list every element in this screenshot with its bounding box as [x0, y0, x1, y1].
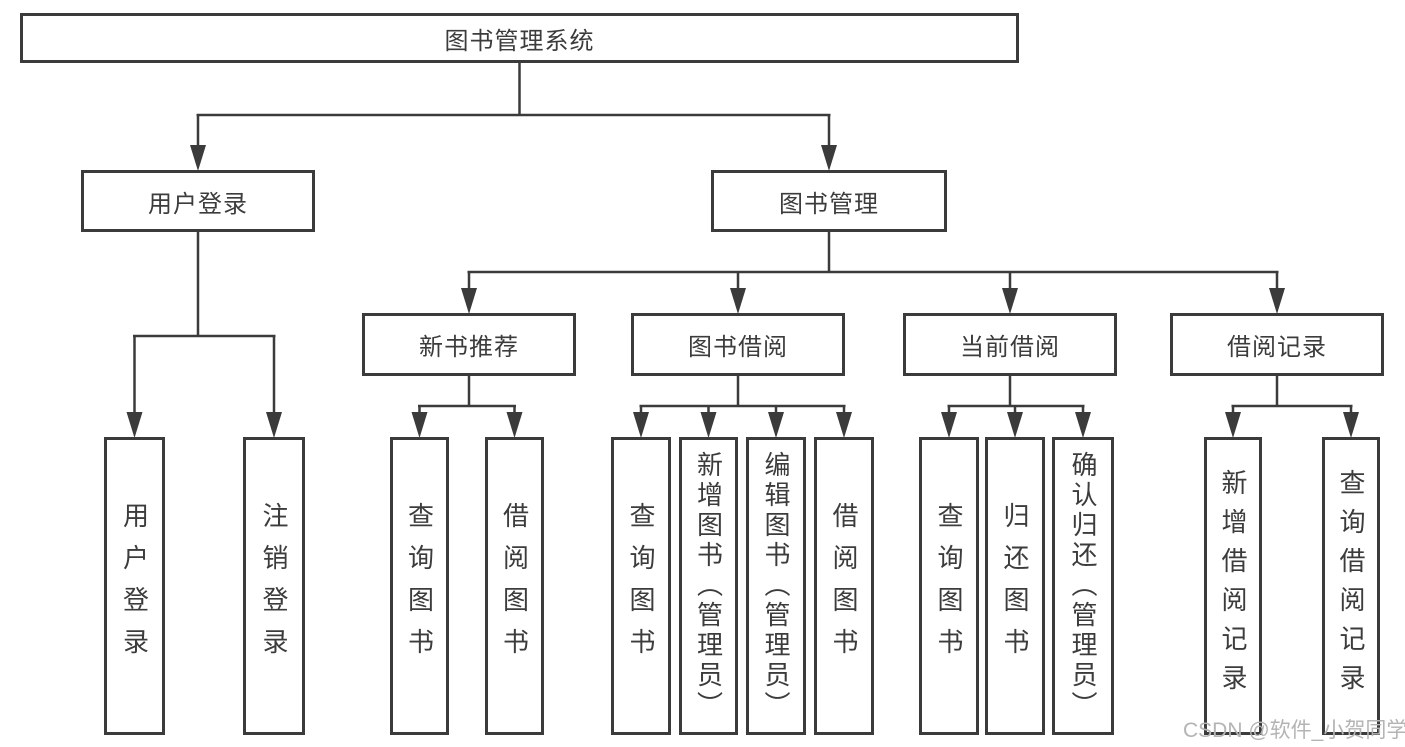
- arrowhead: [190, 145, 206, 171]
- arrowhead: [730, 288, 746, 314]
- arrowhead: [1002, 288, 1018, 314]
- node-label: 查询图书: [934, 502, 964, 670]
- node-label: 查询图书: [404, 502, 435, 670]
- node-label: 图书管理: [779, 190, 879, 218]
- arrowhead: [126, 412, 143, 438]
- node-label: 借阅图书: [499, 502, 530, 670]
- arrowhead: [461, 288, 477, 314]
- arrowhead: [1269, 288, 1285, 314]
- node-label: 新增图书（管理员）: [693, 451, 724, 721]
- arrowhead: [821, 145, 837, 171]
- node-label: 注销登录: [259, 502, 289, 670]
- watermark: CSDN @软件_小贺同学: [1183, 719, 1405, 742]
- leaf-query-books-1: 查询图书: [390, 437, 449, 735]
- node-label: 新书推荐: [419, 334, 519, 361]
- node-root: 图书管理系统: [20, 13, 1019, 63]
- leaf-borrow-books-1: 借阅图书: [485, 437, 544, 735]
- arrowhead: [1343, 412, 1359, 438]
- arrowhead: [836, 412, 852, 438]
- arrowhead: [411, 412, 428, 438]
- node-current-borrow: 当前借阅: [903, 313, 1117, 376]
- node-label: 确认归还（管理员）: [1068, 451, 1098, 721]
- node-label: 查询借阅记录: [1336, 469, 1366, 703]
- leaf-query-books-3: 查询图书: [919, 437, 979, 735]
- node-label: 借阅图书: [829, 502, 859, 670]
- node-new-book-recommend: 新书推荐: [362, 313, 576, 376]
- leaf-borrow-books-2: 借阅图书: [814, 437, 874, 735]
- node-label: 当前借阅: [960, 334, 1060, 361]
- node-book-management: 图书管理: [711, 170, 947, 232]
- arrowhead: [941, 412, 957, 438]
- node-label: 用户登录: [148, 190, 248, 218]
- leaf-query-borrow-record: 查询借阅记录: [1322, 437, 1380, 735]
- arrowhead: [633, 412, 649, 438]
- arrowhead: [700, 412, 717, 438]
- node-label: 新增借阅记录: [1218, 469, 1248, 703]
- leaf-logout-login: 注销登录: [243, 437, 305, 735]
- leaf-confirm-return-admin: 确认归还（管理员）: [1052, 437, 1114, 735]
- arrowhead: [1007, 412, 1023, 438]
- leaf-edit-book-admin: 编辑图书（管理员）: [746, 437, 806, 735]
- leaf-user-login: 用户登录: [104, 437, 165, 735]
- arrowhead: [1075, 412, 1091, 438]
- node-label: 用户登录: [119, 502, 150, 670]
- arrowhead: [768, 412, 784, 438]
- node-label: 查询图书: [626, 502, 656, 670]
- node-label: 借阅记录: [1227, 334, 1327, 361]
- node-book-borrow: 图书借阅: [631, 313, 845, 376]
- leaf-add-borrow-record: 新增借阅记录: [1204, 437, 1262, 735]
- node-borrow-records: 借阅记录: [1170, 313, 1384, 376]
- arrowhead: [266, 412, 282, 438]
- arrowhead: [506, 412, 523, 438]
- node-label: 编辑图书（管理员）: [761, 451, 791, 721]
- leaf-add-book-admin: 新增图书（管理员）: [679, 437, 738, 735]
- leaf-query-books-2: 查询图书: [611, 437, 671, 735]
- leaf-return-book: 归还图书: [985, 437, 1045, 735]
- node-user-login: 用户登录: [81, 170, 315, 232]
- node-label: 图书管理系统: [444, 27, 595, 55]
- node-label: 归还图书: [1000, 502, 1030, 670]
- arrowhead: [1225, 412, 1241, 438]
- node-label: 图书借阅: [688, 334, 788, 361]
